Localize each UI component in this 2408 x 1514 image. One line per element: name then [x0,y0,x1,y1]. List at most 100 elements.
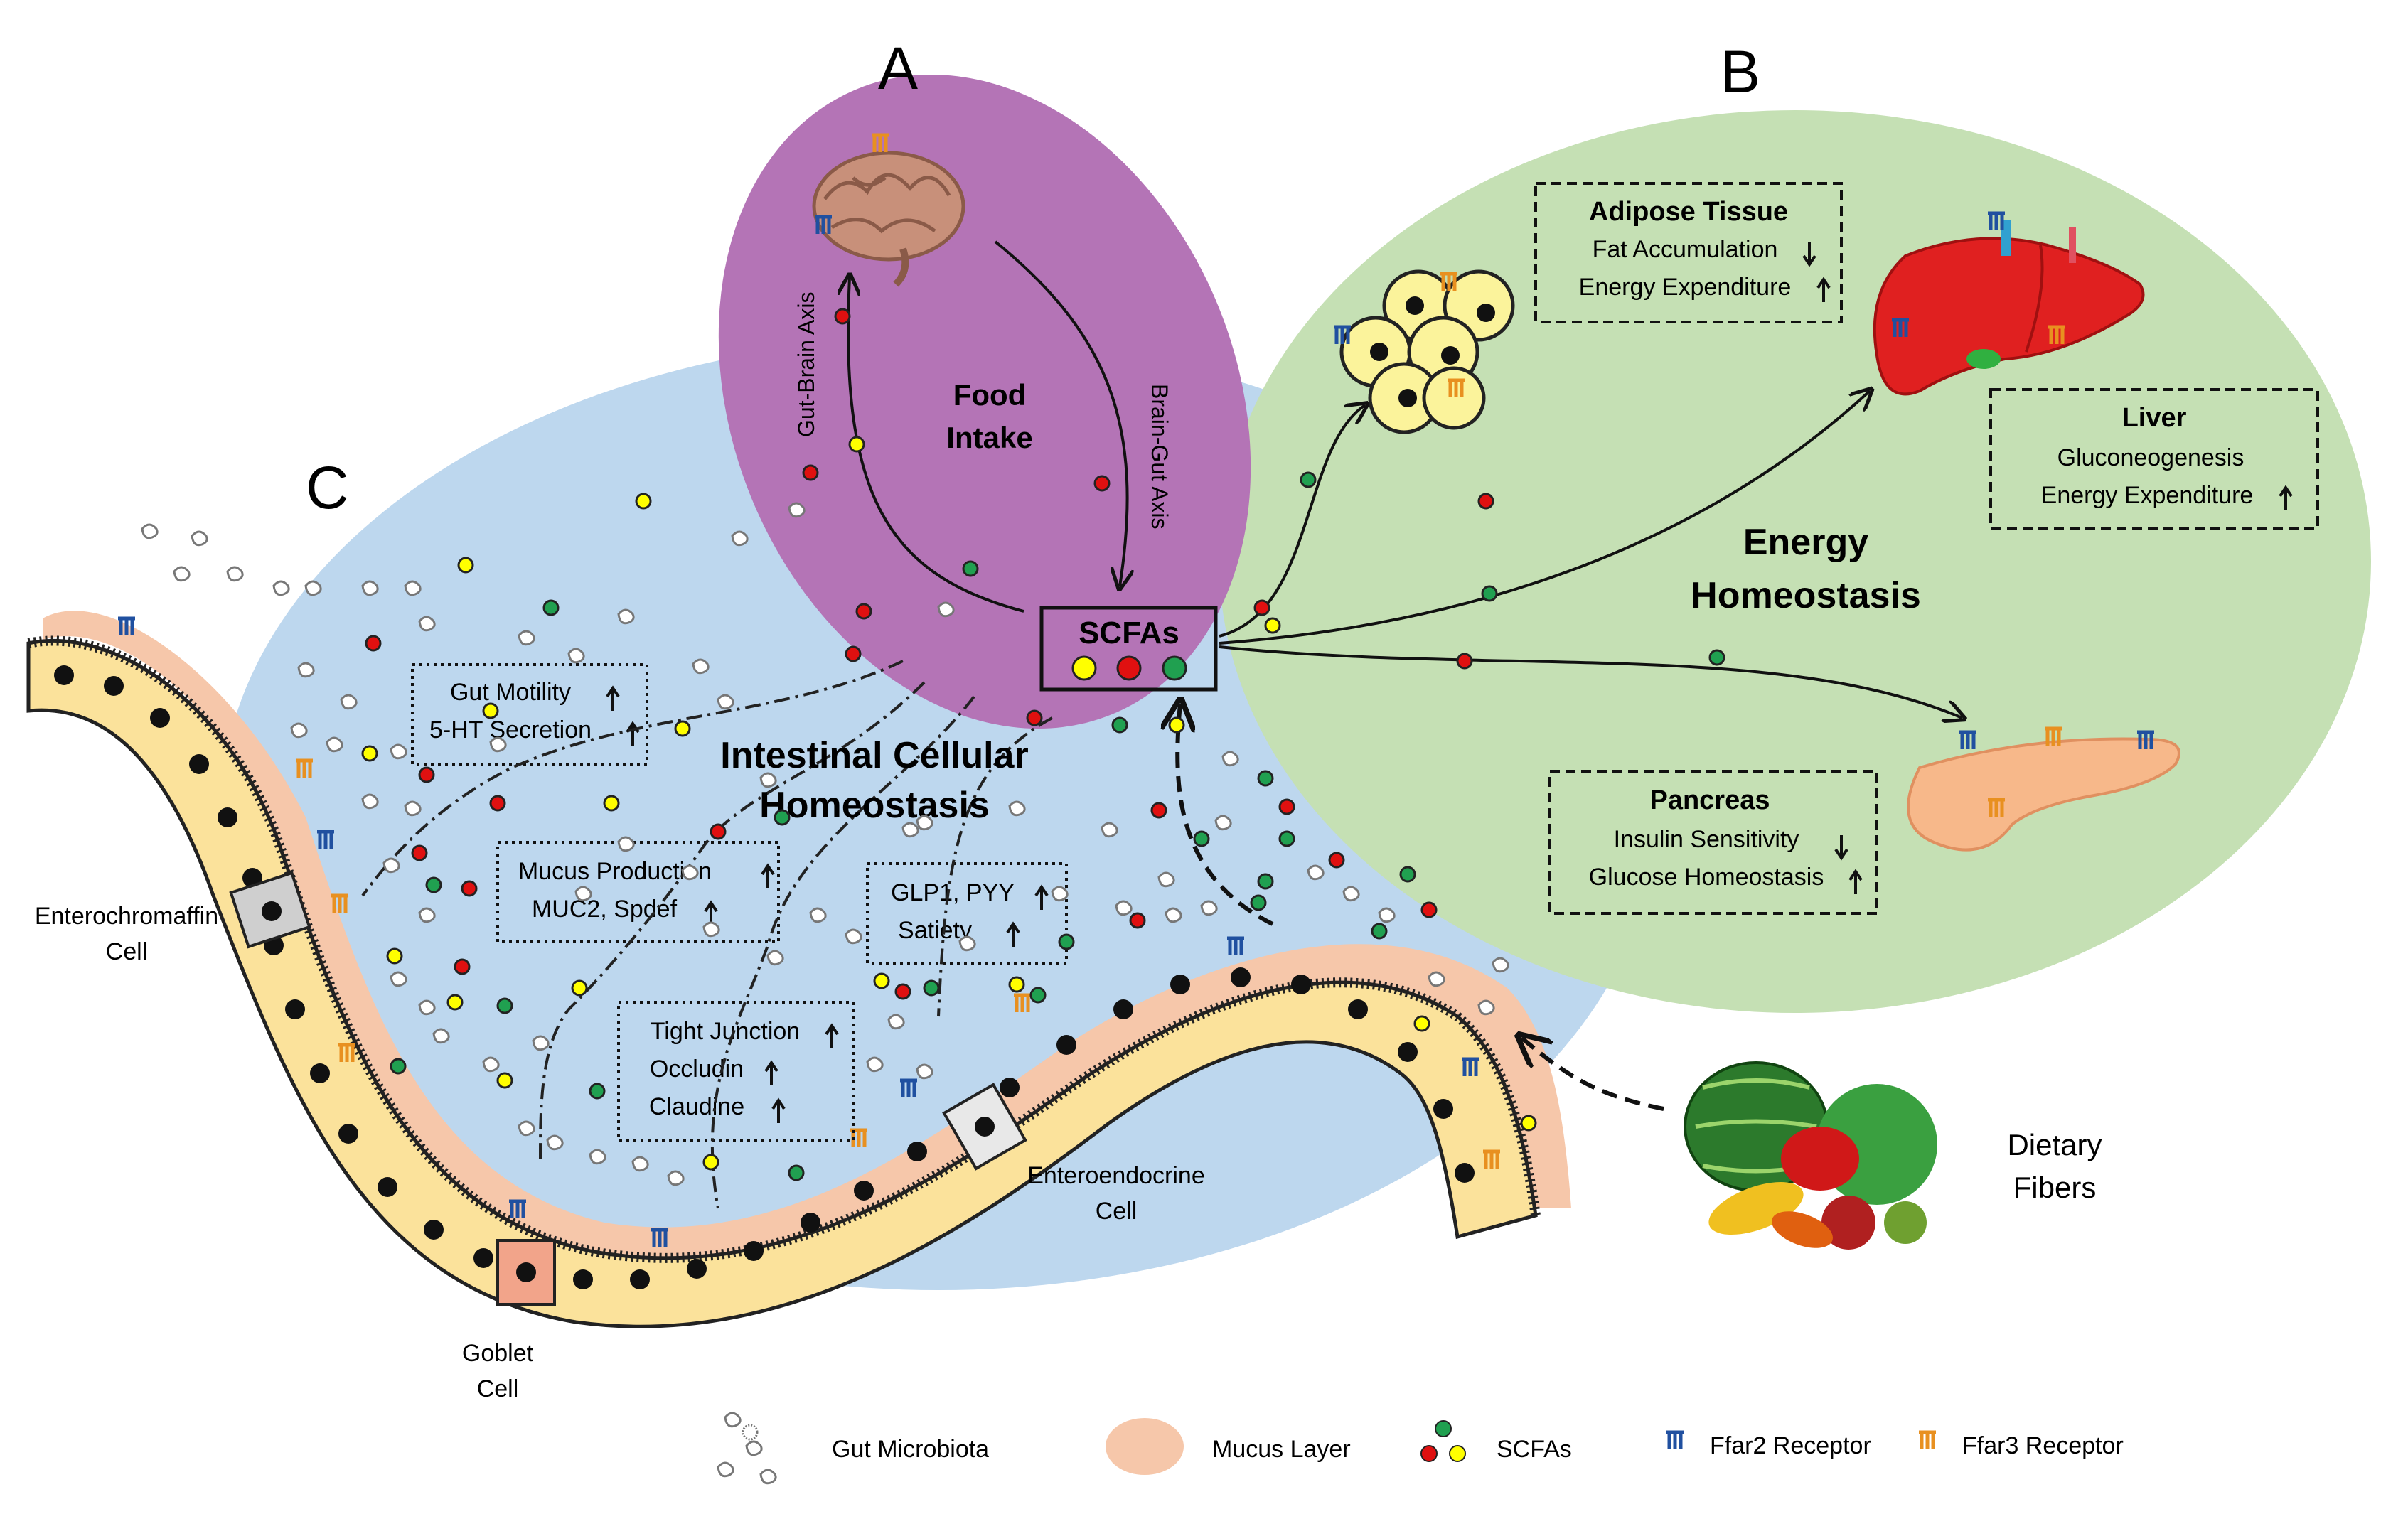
scfa-dot [1264,617,1281,634]
up-arrow-icon [825,1023,839,1048]
legend: Gut Microbiota Mucus Layer SCFAs Ffar2 R… [717,1412,2124,1485]
scfa-dot [855,603,872,620]
energy-homeostasis-title-2: Homeostasis [1691,575,1921,616]
microbe-icon [567,648,585,664]
liver-illustration [1873,213,2145,396]
enterochromaffin-label-2: Cell [106,938,148,965]
scfa-dot [1250,894,1267,911]
scfa-dot [1129,912,1146,929]
microbe-icon [866,1056,884,1073]
legend-scfa-yellow-dot [1449,1445,1466,1462]
microbe-icon [361,793,379,810]
arrow-to-pancreas [1219,645,1962,718]
microbe-icon [916,815,933,831]
microbe-icon [418,999,436,1016]
pancreas-line1: Insulin Sensitivity [1614,826,1799,853]
scfa-red-dot [1116,655,1142,681]
microbe-icon [141,523,159,539]
enteroendocrine-label-2: Cell [1096,1198,1138,1225]
scfa-green-dot [1162,655,1187,681]
microbe-icon [361,580,379,596]
microbe-icon [1051,886,1069,902]
microbe-icon [546,1134,564,1151]
scfa-dot [1193,830,1210,847]
legend-scfas-label: SCFAs [1497,1436,1572,1463]
legend-scfa-green-dot [1435,1420,1452,1437]
lumen-particles [141,308,1725,1186]
microbe-icon [1200,900,1218,916]
gut-brain-axis-label: Gut-Brain Axis [793,291,819,437]
scfa-dot [1253,599,1270,616]
scfa-dot [386,947,403,965]
pancreas-box: Pancreas Insulin Sensitivity Glucose Hom… [1548,770,1878,915]
microbe-icon [489,736,507,753]
scfa-dot [1420,901,1438,918]
microbe-icon [518,630,535,646]
scfa-dot [1026,709,1043,726]
microbe-icon [404,580,422,596]
glp-box: GLP1, PYY Satiety [866,862,1068,965]
microbe-icon [432,1028,450,1044]
microbe-icon [297,662,315,678]
microbe-icon [916,1063,933,1080]
up-arrow-icon [764,1060,778,1085]
up-arrow-icon [1034,884,1049,910]
scfa-dot [1300,471,1317,488]
gut-brain-arrow [848,277,1024,613]
microbe-icon [1008,800,1026,817]
down-arrow-icon [1834,835,1848,861]
microbe-icon [226,566,244,582]
scfa-dot [848,436,865,453]
legend-mucus-swatch [1106,1418,1184,1475]
scfa-dot [923,979,940,997]
scfa-dot [482,702,499,719]
microbe-icon [788,502,806,518]
microbe-icon [1221,751,1239,767]
pancreas-title: Pancreas [1649,785,1770,815]
scfa-dot [702,1154,719,1171]
scfa-dot [496,1072,513,1089]
scfa-dot [390,1058,407,1075]
legend-scfa-red-dot [1420,1445,1438,1462]
microbe-icon [191,530,208,547]
food-intake-title-2: Intake [946,421,1032,454]
scfa-dot [446,994,464,1011]
microbe-icon [617,836,635,852]
scfa-dot [365,635,382,652]
arrow-to-adipose [1219,405,1365,638]
goblet-label-2: Cell [477,1375,519,1402]
legend-mucus-label: Mucus Layer [1212,1436,1351,1463]
microbe-icon [901,822,919,838]
glp-line2: Satiety [898,917,972,944]
tight-junction-line3: Claudine [649,1093,744,1120]
food-intake-title-1: Food [953,378,1027,412]
dietary-fibers-illustration [1684,1061,1937,1250]
scfa-dot [542,599,560,616]
scfa-dot [1481,585,1498,602]
tight-junction-line1: Tight Junction [651,1018,800,1045]
microbe-icon [304,580,322,596]
microbe-icon [887,1014,905,1030]
pancreas-line2: Glucose Homeostasis [1589,864,1824,891]
up-arrow-icon [1006,921,1020,947]
microbe-icon [290,722,308,739]
scfa-dot [425,876,442,893]
glp-line1: GLP1, PYY [891,879,1015,906]
scfa-yellow-dot [1071,655,1097,681]
up-arrow-icon [1816,277,1831,302]
microbe-icon [1115,900,1133,916]
scfa-dot [845,645,862,662]
scfa-dot [603,795,620,812]
energy-homeostasis-title-1: Energy [1743,522,1868,563]
microbe-icon [845,928,862,945]
scfa-dot [710,823,727,840]
microbe-icon [1101,822,1118,838]
scfa-dot [873,972,890,989]
enterochromaffin-label-1: Enterochromaffin [35,903,218,930]
scfa-dot [496,997,513,1014]
pancreas-illustration [1907,729,2180,852]
microbe-icon [173,566,191,582]
scfa-dot [1328,852,1345,869]
panel-letter-c: C [306,454,349,521]
adipose-box: Adipose Tissue Fat Accumulation Energy E… [1534,182,1843,323]
